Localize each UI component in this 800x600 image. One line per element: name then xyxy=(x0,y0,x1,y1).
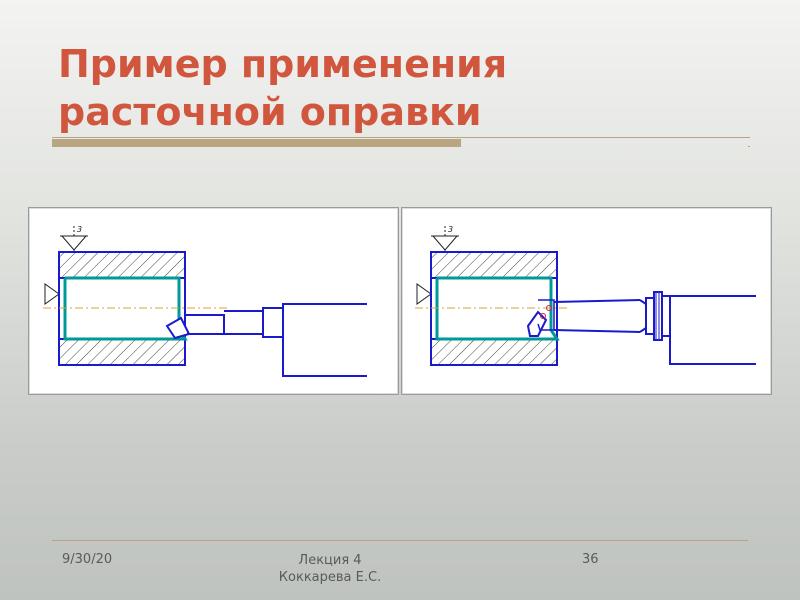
title-line-2: расточной оправки xyxy=(58,90,482,134)
boring-drawing-right: 3 xyxy=(415,225,756,366)
workpiece-wall-bottom xyxy=(430,338,558,366)
footer-author: Коккарева Е.С. xyxy=(278,570,382,585)
slide-title: Пример применения расточной оправки xyxy=(58,40,738,136)
datum-mark xyxy=(44,283,60,305)
drawing-panel-left: 3 xyxy=(28,207,399,395)
footer-lecture-info: Лекция 4 Коккарева Е.С. xyxy=(200,552,460,586)
roughness-label: 3 xyxy=(77,225,82,234)
boring-tool xyxy=(165,303,367,377)
roughness-mark: 3 xyxy=(431,225,459,252)
footer-date: 9/30/20 xyxy=(62,552,113,567)
boring-drawing-left: 3 xyxy=(43,225,367,377)
title-divider-thin xyxy=(52,137,750,138)
footer-lecture: Лекция 4 xyxy=(298,553,362,568)
workpiece-wall-top xyxy=(430,251,558,279)
page-number: 36 xyxy=(582,552,599,567)
workpiece-wall-bottom xyxy=(58,338,186,366)
roughness-label: 3 xyxy=(448,225,453,234)
title-divider-accent xyxy=(52,139,461,147)
roughness-mark: 3 xyxy=(60,225,88,252)
bore-surface xyxy=(435,276,560,341)
title-line-1: Пример применения xyxy=(58,42,508,86)
drawing-panel-right: 3 xyxy=(401,207,772,395)
datum-mark xyxy=(416,283,432,305)
footer-divider xyxy=(52,540,748,541)
title-divider-mark xyxy=(748,146,750,147)
boring-bar xyxy=(526,291,756,365)
workpiece-wall-top xyxy=(58,251,186,279)
